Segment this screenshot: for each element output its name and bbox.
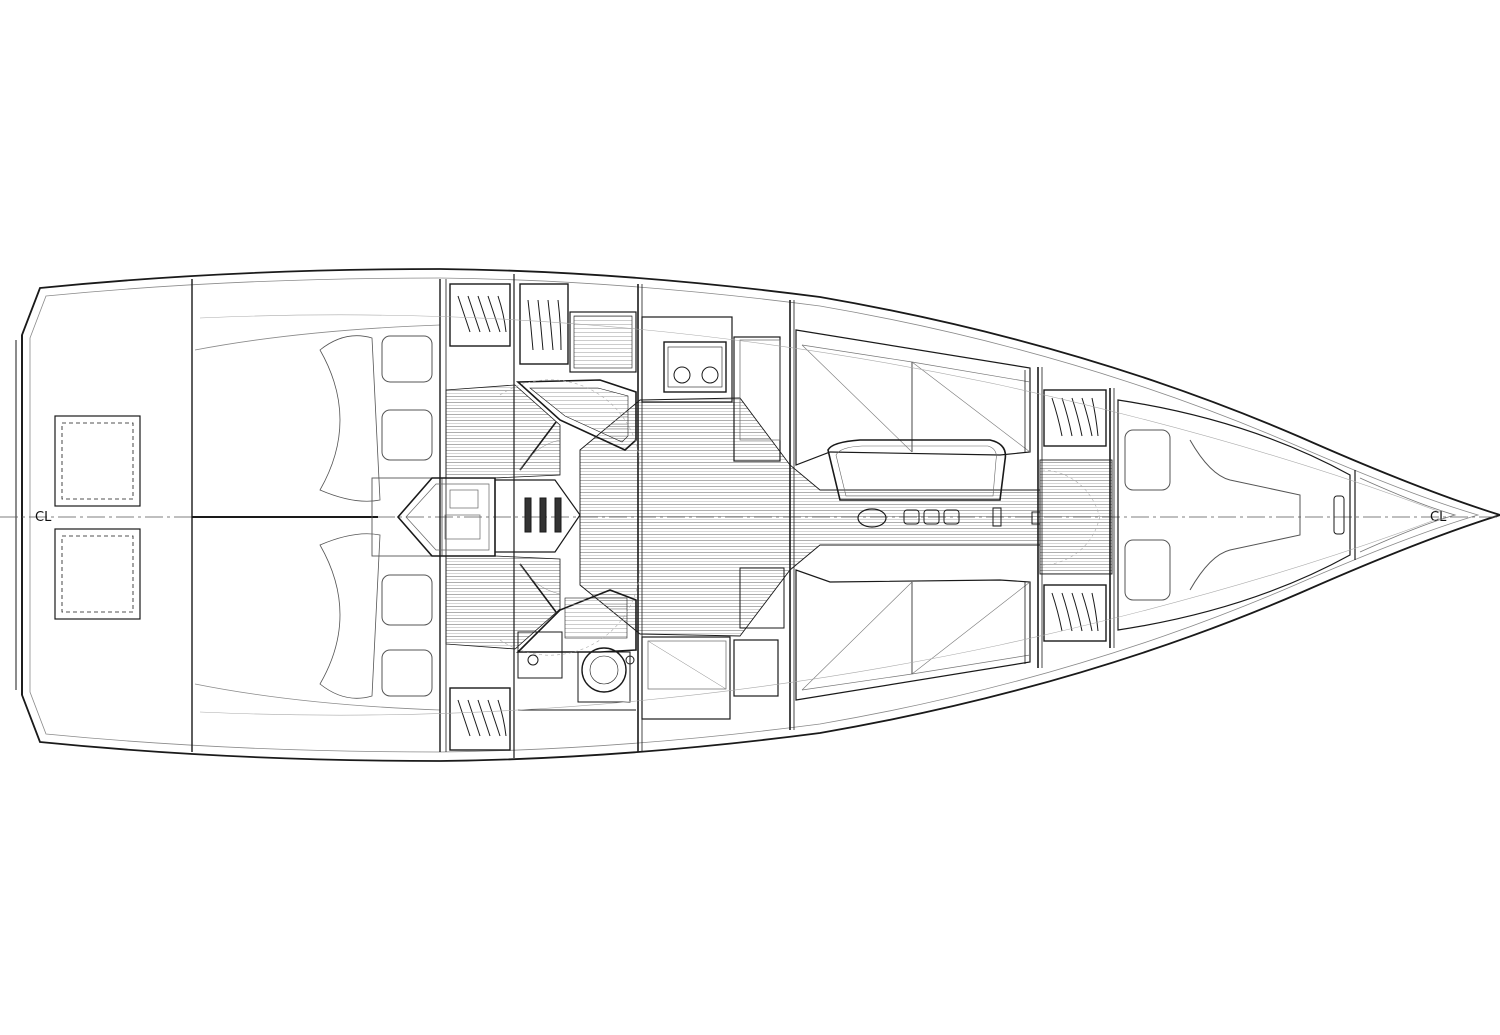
forward-hanging-lockers bbox=[1031, 389, 1107, 642]
chart-table bbox=[641, 567, 785, 720]
forward-berth bbox=[1117, 399, 1457, 631]
centerline-label-aft: CL bbox=[35, 510, 52, 525]
centerline-mark-fwd: CL bbox=[1430, 510, 1447, 525]
transom-hatches bbox=[54, 415, 141, 620]
aft-hanging-lockers bbox=[449, 283, 569, 751]
deck-lines bbox=[199, 314, 1441, 716]
cockpit bbox=[191, 279, 447, 752]
saloon-settees bbox=[795, 329, 1031, 701]
cabin-doors bbox=[519, 421, 561, 613]
aft-shower-unit bbox=[515, 311, 637, 451]
centerline-mark-aft: CL bbox=[35, 510, 52, 525]
saloon-table bbox=[827, 439, 1007, 528]
galley-stove bbox=[641, 316, 781, 462]
head-compartment bbox=[516, 589, 637, 711]
centerline-label-fwd: CL bbox=[1430, 510, 1447, 525]
